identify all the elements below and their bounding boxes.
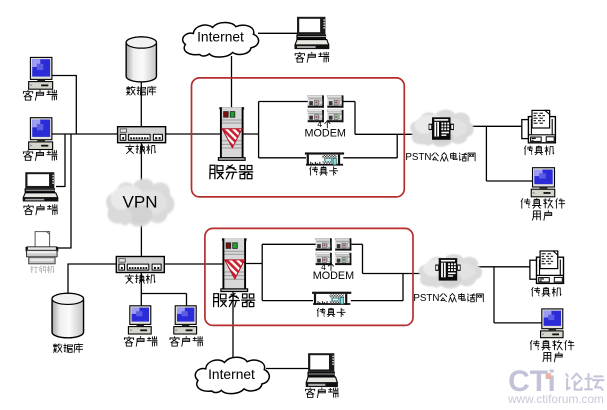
svg-text:PSTN: PSTN — [405, 152, 431, 163]
svg-text:www.ctiforum.com: www.ctiforum.com — [507, 392, 604, 405]
svg-text:MODEM: MODEM — [313, 270, 354, 282]
svg-text:4: 4 — [317, 119, 322, 129]
svg-text:VPN: VPN — [123, 193, 158, 212]
svg-text:MODEM: MODEM — [305, 127, 346, 139]
svg-text:CTi: CTi — [508, 365, 556, 398]
svg-text:4: 4 — [321, 262, 326, 272]
svg-text:PSTN: PSTN — [413, 293, 439, 304]
svg-text:Internet: Internet — [208, 367, 255, 382]
svg-text:Internet: Internet — [197, 29, 244, 44]
